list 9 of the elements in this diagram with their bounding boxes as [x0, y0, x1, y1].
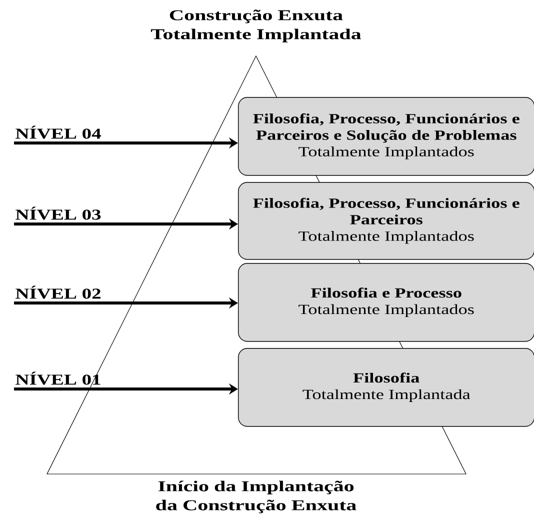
level-label: NÍVEL 03 [16, 206, 101, 220]
level-label: NÍVEL 04 [16, 126, 101, 139]
level-label: NÍVEL 02 [16, 286, 100, 299]
level-box: Filosofia, Processo, Funcionários e Parceiros Totalmente Implantados [238, 182, 534, 260]
level-box: Filosofia Totalmente Implantada [238, 348, 534, 427]
heading: Início da Implantação da Construção Enxuta [156, 480, 356, 514]
level-box: Filosofia e Processo Totalmente Implantados [238, 263, 534, 342]
heading: Construção Enxuta Totalmente Implantada [150, 10, 362, 42]
level-box: Filosofia, Processo, Funcionários e Parceiros e Solução de Problemas Totalmente Implantados [238, 97, 534, 176]
